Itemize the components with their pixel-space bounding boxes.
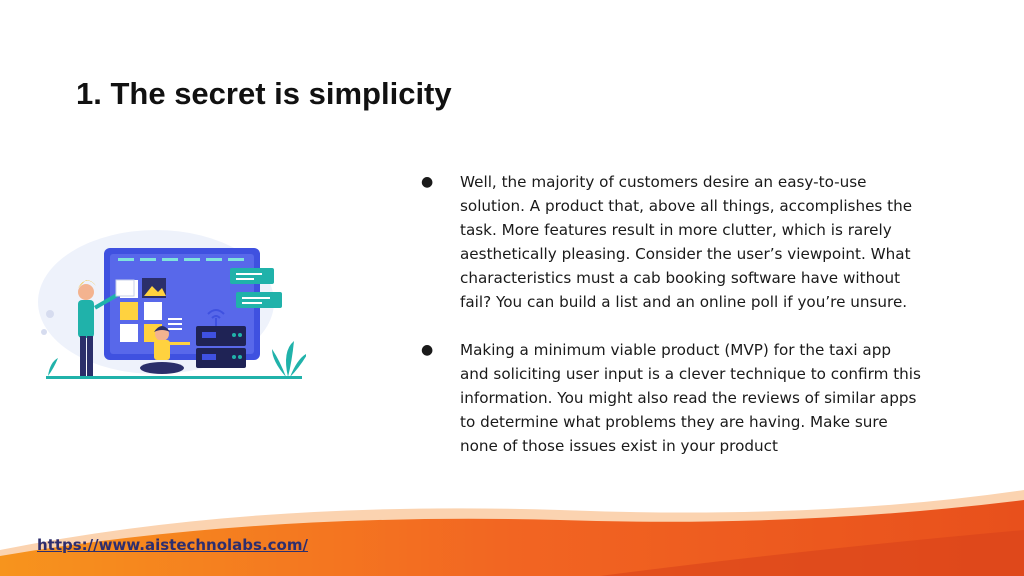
bullet-text: Well, the majority of customers desire a… bbox=[460, 173, 913, 311]
website-link[interactable]: https://www.aistechnolabs.com/ bbox=[37, 536, 308, 554]
app-design-illustration bbox=[38, 230, 306, 379]
slide-title: 1. The secret is simplicity bbox=[76, 76, 452, 111]
bullet-list: ● Well, the majority of customers desire… bbox=[421, 170, 921, 482]
bullet-text: Making a minimum viable product (MVP) fo… bbox=[460, 341, 921, 455]
bullet-marker: ● bbox=[421, 174, 434, 190]
bullet-marker: ● bbox=[421, 342, 434, 358]
bullet-item-1: ● Well, the majority of customers desire… bbox=[421, 170, 921, 314]
orange-wave-decoration bbox=[0, 490, 1024, 576]
bullet-item-2: ● Making a minimum viable product (MVP) … bbox=[421, 338, 921, 458]
